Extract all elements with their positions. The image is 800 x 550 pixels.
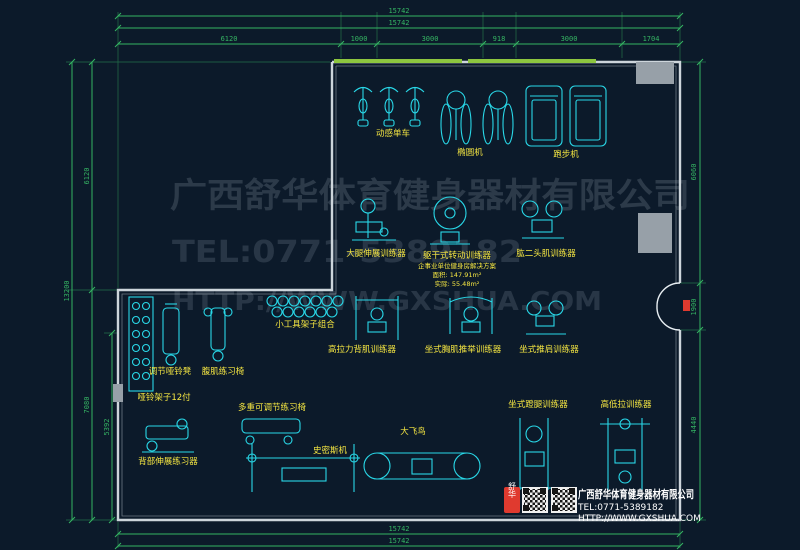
- title-url: HTTP://WWW.GXSHUA.COM: [578, 514, 701, 524]
- label-ab-bench: 腹肌练习椅: [202, 366, 245, 377]
- dim-ticks: [68, 12, 704, 550]
- label-elliptical: 椭圆机: [457, 147, 483, 158]
- title-company: 广西舒华体育健身器材有限公司: [578, 487, 694, 501]
- dim-left-upper: 6120: [83, 168, 91, 185]
- equipment-chest-press: [449, 296, 493, 334]
- label-lat-pulldown: 高拉力背肌训练器: [328, 344, 397, 355]
- dim-top-seg-3: 3000: [422, 35, 439, 43]
- equipment-ab-bench: [203, 307, 233, 362]
- door-marker: [683, 300, 690, 311]
- dim-top-seg-1: 6120: [221, 35, 238, 43]
- label-leg-press: 坐式蹬腿训练器: [508, 399, 568, 410]
- dim-bottom-1: 15742: [388, 525, 409, 533]
- equipment-cable-crossover: [363, 452, 481, 480]
- equipment-dumbbell-bench: [162, 303, 180, 366]
- label-chest-press: 坐式胸肌推举训练器: [425, 344, 502, 355]
- qr-code-2: [551, 487, 577, 513]
- equipment-high-low-pulley: [600, 418, 650, 490]
- equipment-leg-press: [514, 418, 554, 490]
- label-cable-crossover: 大飞鸟: [400, 426, 426, 437]
- dim-right-door: 1900: [690, 299, 698, 316]
- column-right-mid: [638, 213, 672, 253]
- equipment-torso-rotation: [430, 196, 470, 245]
- label-spin-bike: 动感单车: [376, 128, 410, 139]
- shua-logo-text: 舒华: [508, 481, 517, 499]
- building-walls: [113, 59, 690, 522]
- double-door: [656, 282, 681, 331]
- equipment-biceps-machine: [521, 200, 564, 239]
- dim-right-lower: 4440: [690, 417, 698, 434]
- dimension-extension-lines: [66, 12, 706, 548]
- equipment-shoulder-press: [526, 300, 566, 335]
- dim-right-upper: 6060: [690, 164, 698, 181]
- dim-top-seg-4: 918: [493, 35, 506, 43]
- extension-lines-top: [117, 12, 681, 288]
- extension-lines-right: [680, 61, 706, 521]
- equipment-smith-machine: [246, 444, 360, 492]
- title-tel: TEL:0771-5389182: [577, 503, 663, 513]
- equipment-multi-bench: [241, 418, 301, 445]
- title-block: 舒华 广西舒华体育健身器材有限公司 TEL:0771-5389182 HTTP:…: [504, 481, 701, 524]
- equipment-small-tools-rack: [266, 295, 344, 318]
- equipment-layer: [128, 85, 650, 492]
- label-high-low-pulley: 高低拉训练器: [600, 399, 652, 410]
- dim-left-lower: 7080: [83, 397, 91, 414]
- equipment-treadmills: [525, 85, 607, 147]
- dim-top-seg-5: 3000: [561, 35, 578, 43]
- label-smith-machine: 史密斯机: [313, 445, 348, 456]
- label-multi-bench: 多重可调节练习椅: [238, 402, 307, 413]
- label-torso-rotation: 躯干式转动训练器: [423, 250, 492, 261]
- dim-left-inner: 5392: [103, 419, 111, 436]
- dim-bottom-2: 15742: [388, 537, 409, 545]
- plan-note-line3: 实际: 55.48m²: [435, 279, 480, 288]
- label-back-extension: 背部伸展练习器: [138, 456, 198, 467]
- equipment-ellipticals: [440, 90, 514, 145]
- label-treadmill: 跑步机: [553, 149, 579, 160]
- label-leg-extension: 大腿伸展训练器: [346, 248, 406, 259]
- plan-note-line2: 面积: 147.91m²: [433, 270, 482, 279]
- column-top-right: [636, 62, 674, 84]
- equipment-labels: 动感单车 椭圆机 跑步机 大腿伸展训练器 躯干式转动训练器 肱二头肌训练器 小工…: [137, 128, 652, 467]
- window-strip-left: [334, 59, 462, 63]
- dim-lines-vertical: [71, 62, 701, 520]
- extension-lines-bottom: [117, 522, 681, 548]
- equipment-lat-pulldown: [355, 296, 399, 340]
- dimension-texts: 15742 15742 6120 1000 3000 918 3000 1704…: [63, 7, 698, 545]
- dimension-lines: [68, 12, 704, 550]
- label-biceps-machine: 肱二头肌训练器: [516, 248, 576, 259]
- label-shoulder-press: 坐式推肩训练器: [519, 344, 579, 355]
- dim-top-overall-2: 15742: [388, 19, 409, 27]
- window-strip-right: [468, 59, 596, 63]
- dim-top-seg-2: 1000: [351, 35, 368, 43]
- watermark-tel: TEL:0771-5389182: [172, 235, 522, 270]
- equipment-leg-extension: [352, 198, 396, 241]
- watermark-company: 广西舒华体育健身器材有限公司: [170, 176, 690, 216]
- dim-top-overall-1: 15742: [388, 7, 409, 15]
- shua-logo: [504, 487, 520, 513]
- equipment-spin-bikes: [353, 86, 425, 127]
- label-dumbbell-rack: 哑铃架子12付: [137, 392, 191, 403]
- dim-lines-horizontal: [118, 15, 680, 547]
- equipment-dumbbell-rack: [128, 296, 154, 392]
- inner-wall: [121, 65, 677, 517]
- label-dumbbell-bench: 调节哑铃凳: [149, 366, 192, 377]
- label-small-tools-rack: 小工具架子组合: [275, 319, 335, 330]
- equipment-back-extension: [142, 418, 194, 453]
- pilaster-left: [113, 384, 123, 402]
- plan-note-line1: 企事业单位健身房解决方案: [418, 261, 497, 270]
- dim-left-overall: 13200: [63, 280, 71, 301]
- watermark: 广西舒华体育健身器材有限公司 TEL:0771-5389182 HTTP://W…: [170, 176, 690, 317]
- dim-top-seg-6: 1704: [643, 35, 660, 43]
- qr-code-1: [522, 487, 548, 513]
